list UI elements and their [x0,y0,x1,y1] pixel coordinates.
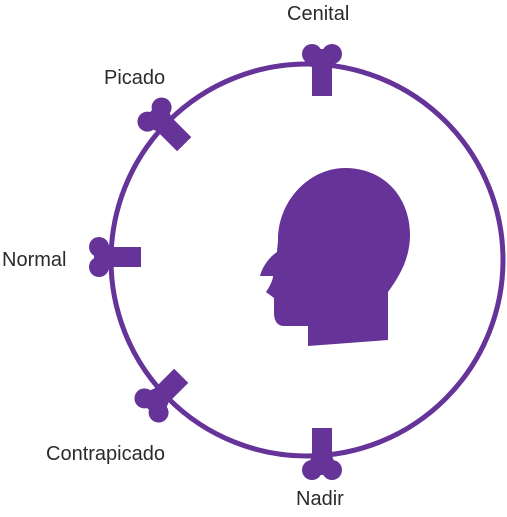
label-normal: Normal [2,249,67,271]
camera-icon-normal [89,237,141,277]
label-cenital: Cenital [287,3,350,25]
camera-icon-cenital [302,44,342,96]
label-nadir: Nadir [296,488,344,510]
label-contrapicado: Contrapicado [46,443,165,465]
head-profile-icon [260,168,410,346]
label-picado: Picado [104,67,166,89]
